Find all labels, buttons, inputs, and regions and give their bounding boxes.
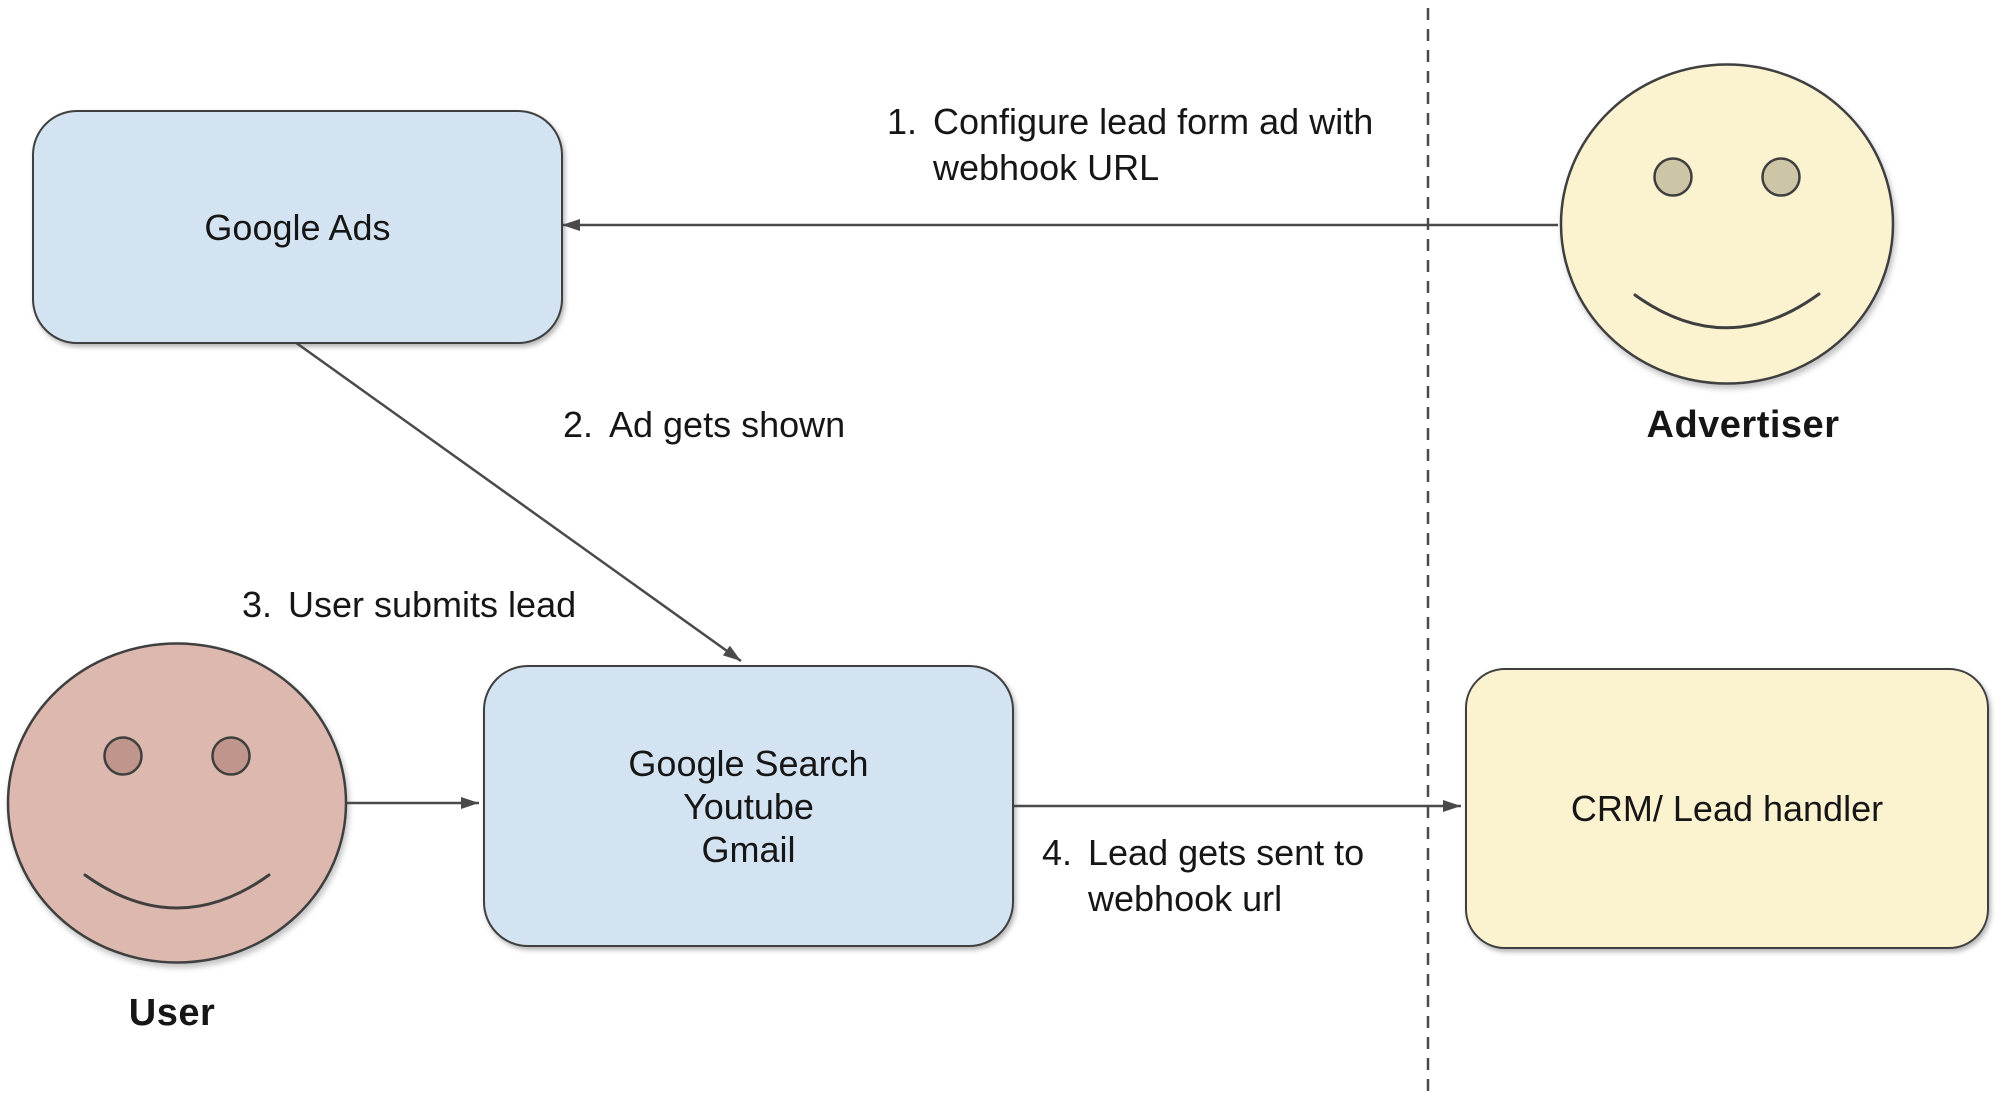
step-1-number: 1.	[887, 101, 918, 142]
step-2-line-1: Ad gets shown	[609, 404, 846, 445]
step-1-label: 1. Configure lead form ad with webhook U…	[887, 99, 1373, 191]
crm-node: CRM/ Lead handler	[1465, 668, 1989, 949]
step-3-number: 3.	[242, 584, 273, 625]
google-properties-line-gmail: Gmail	[701, 828, 796, 870]
user-head	[6, 642, 348, 964]
google-properties-node: Google Search Youtube Gmail	[483, 665, 1014, 947]
step-4-number: 4.	[1042, 832, 1073, 873]
advertiser-face	[1559, 63, 1895, 385]
user-label: User	[128, 992, 216, 1034]
step-1-line-1: Configure lead form ad with	[933, 101, 1374, 142]
user-smile	[83, 873, 271, 910]
user-eye-right	[211, 736, 251, 776]
advertiser-head	[1559, 63, 1895, 385]
advertiser-eye-left	[1653, 157, 1693, 197]
google-ads-label: Google Ads	[204, 206, 391, 248]
crm-label: CRM/ Lead handler	[1570, 788, 1884, 829]
google-ads-node: Google Ads	[32, 110, 563, 344]
step-3-label: 3. User submits lead	[242, 582, 576, 628]
step-2-label: 2. Ad gets shown	[563, 402, 845, 448]
step-1-line-2: webhook URL	[933, 147, 1160, 188]
step-4-label: 4. Lead gets sent to webhook url	[1042, 830, 1364, 922]
arrow-2-ad-shown	[294, 340, 742, 663]
step-4-line-1: Lead gets sent to	[1088, 832, 1365, 873]
google-properties-line-search: Google Search	[628, 742, 869, 784]
step-3-line-1: User submits lead	[288, 584, 577, 625]
step-2-number: 2.	[563, 404, 594, 445]
advertiser-eye-right	[1761, 157, 1801, 197]
advertiser-label: Advertiser	[1646, 404, 1840, 446]
step-4-line-2: webhook url	[1088, 878, 1283, 919]
advertiser-smile	[1633, 292, 1821, 330]
google-properties-line-youtube: Youtube	[683, 785, 814, 827]
user-face	[6, 642, 348, 964]
user-eye-left	[103, 736, 143, 776]
